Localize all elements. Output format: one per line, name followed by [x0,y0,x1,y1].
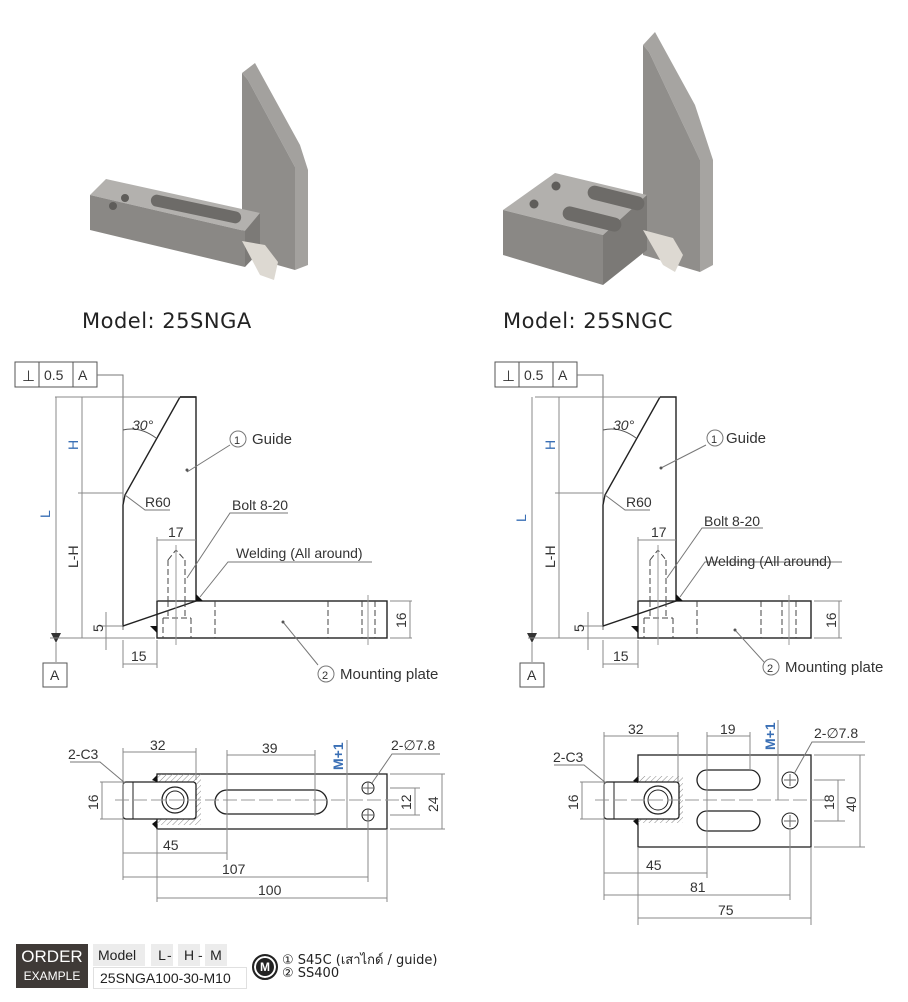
tolerance-value-c: 0.5 [524,367,544,383]
dim-h-c: H [542,440,558,450]
guide-label-c: Guide [726,430,766,447]
model-label-25snga: Model: 25SNGA [82,309,252,333]
bolt-label-c: Bolt 8-20 [704,513,760,529]
dash-1: - [167,947,172,963]
model-label-25sngc: Model: 25SNGC [503,309,673,333]
radius-r60-c: R60 [626,494,652,510]
dim-m-plus-1: M+1 [330,742,346,770]
order-title: ORDER [21,947,83,966]
dim-l-h-c: L-H [542,545,558,568]
dim-40: 40 [843,796,859,812]
render-25snga [90,63,308,280]
dash-2: - [198,947,203,963]
side-view-25sngc: ⊥ 0.5 A 30° R60 A 17 15 Bolt 8-20 Weldin… [494,361,883,688]
welding-label: Welding (All around) [236,545,363,561]
perpendicularity-symbol-c: ⊥ [502,368,515,385]
dim-100: 100 [258,882,282,898]
dim-16: 16 [393,612,409,628]
order-example-badge: ORDER EXAMPLE [16,944,88,988]
angle-30: 30° [132,417,154,433]
dim-39: 39 [262,740,278,756]
dim-17-c: 17 [651,524,667,540]
dim-107: 107 [222,861,246,877]
dim-m-plus-1-c: M+1 [762,722,778,750]
dim-75: 75 [718,902,734,918]
h-header: H [178,944,200,966]
guide-number-c: 1 [711,434,717,446]
material-line-2: ② SS400 [282,966,340,981]
dim-15: 15 [131,648,147,664]
example-title: EXAMPLE [23,969,81,983]
dim-5: 5 [90,624,106,632]
dim-16-top-c: 16 [565,794,581,810]
dim-h: H [65,440,81,450]
tolerance-value: 0.5 [44,367,64,383]
chamfer-label-c: 2-C3 [553,749,584,765]
dim-16-top: 16 [85,794,101,810]
plate-number-c: 2 [767,663,773,675]
angle-30-c: 30° [613,417,635,433]
dim-5-c: 5 [571,624,587,632]
datum-a-label: A [50,667,60,683]
perpendicularity-symbol: ⊥ [22,368,35,385]
dim-16-c: 16 [823,612,839,628]
mounting-plate-label-c: Mounting plate [785,659,883,676]
tolerance-datum: A [78,367,88,383]
dim-l-c: L [513,514,529,522]
plate-number: 2 [322,670,328,682]
dim-l-h: L-H [65,545,81,568]
guide-number: 1 [234,435,240,447]
welding-label-c: Welding (All around) [705,553,832,569]
tolerance-datum-c: A [558,367,568,383]
dim-24: 24 [425,796,441,812]
top-view-25snga: 2-C3 32 39 2-∅7.8 45 107 100 16 12 24 M+… [68,737,445,902]
bolt-label: Bolt 8-20 [232,497,288,513]
side-view-25snga: ⊥ 0.5 A 30° R60 A 17 15 Bolt 8-20 Weldin… [14,361,438,688]
dim-l: L [37,510,53,518]
material-line-1: ① S45C (เสาไกด์ / guide) [282,953,438,968]
datum-a-label-c: A [527,667,537,683]
chamfer-label: 2-C3 [68,746,99,762]
dim-12: 12 [398,794,414,810]
dim-17: 17 [168,524,184,540]
dim-45: 45 [163,837,179,853]
l-header: L [151,944,173,966]
order-example-value: 25SNGA100-30-M10 [93,967,247,989]
dim-18: 18 [821,794,837,810]
guide-label: Guide [252,431,292,448]
dim-32-c: 32 [628,721,644,737]
mounting-plate-label: Mounting plate [340,666,438,683]
model-header: Model [93,944,145,966]
hole-label-c: 2-∅7.8 [814,725,858,741]
top-view-25sngc: 2-C3 32 19 2-∅7.8 45 81 75 16 18 40 M+1 [553,720,865,925]
dim-32: 32 [150,737,166,753]
hole-label: 2-∅7.8 [391,737,435,753]
radius-r60: R60 [145,494,171,510]
dim-15-c: 15 [613,648,629,664]
render-25sngc [503,32,713,285]
material-icon: M [252,954,278,980]
m-header: M [205,944,227,966]
dim-45-c: 45 [646,857,662,873]
dim-19: 19 [720,721,736,737]
dim-81: 81 [690,879,706,895]
